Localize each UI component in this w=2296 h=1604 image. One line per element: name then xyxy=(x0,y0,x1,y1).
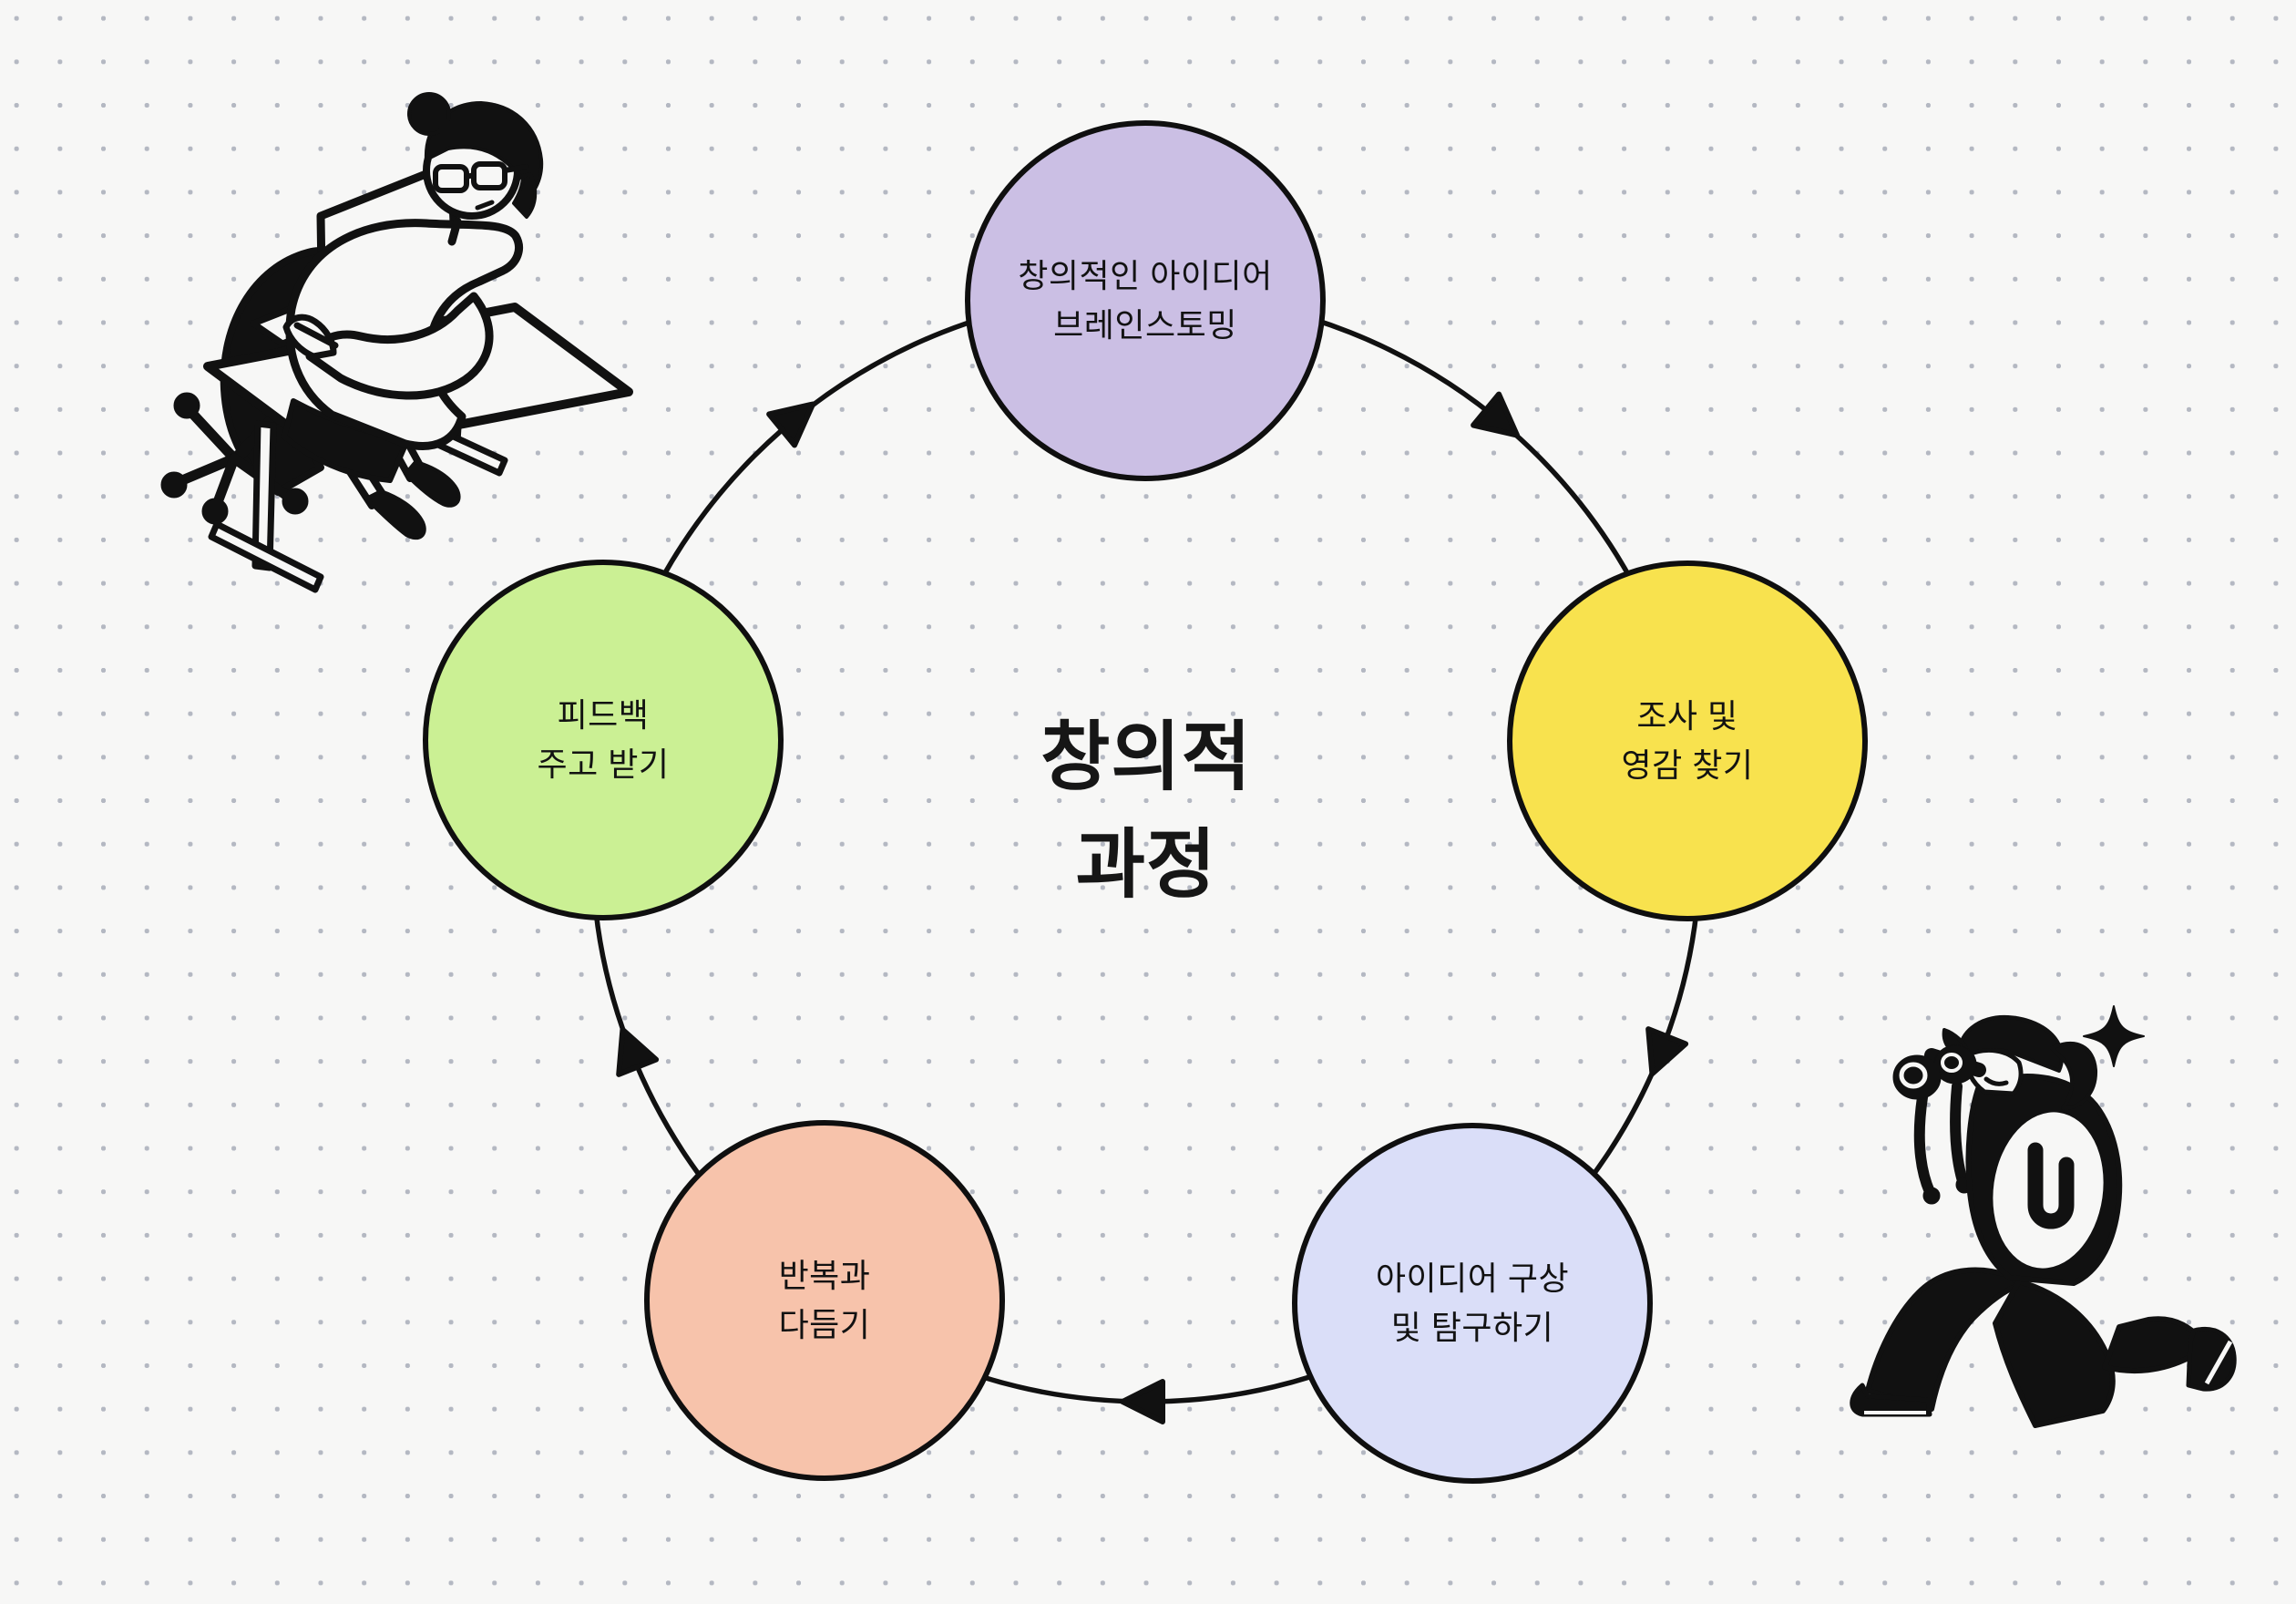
node-brainstorming: 창의적인 아이디어 브레인스토밍 xyxy=(965,120,1326,481)
person2-zipper-mark xyxy=(2027,1142,2075,1229)
node-research-label-line2: 영감 찾기 xyxy=(1621,746,1754,784)
person2-head xyxy=(1942,1014,2098,1110)
hair-bun xyxy=(407,92,451,136)
node-ideation: 아이디어 구상 및 탐구하기 xyxy=(1292,1123,1653,1484)
diagram-title-line2: 과정 xyxy=(1075,821,1217,907)
node-feedback: 피드백 주고 받기 xyxy=(423,560,784,920)
node-iteration-label-line2: 다듬기 xyxy=(778,1306,871,1343)
arrow-research-to-ideation xyxy=(1645,1026,1689,1077)
ponytail xyxy=(2050,1042,2098,1110)
chair-base xyxy=(160,392,309,525)
node-iteration-label-line1: 반복과 xyxy=(778,1257,871,1294)
node-iteration: 반복과 다듬기 xyxy=(644,1120,1005,1481)
diagram-title: 창의적 과정 xyxy=(873,704,1420,919)
person2-leg-left xyxy=(1865,1267,2022,1412)
person2-shoe-right xyxy=(2186,1327,2237,1392)
mouth xyxy=(475,200,495,211)
person2-leg-right xyxy=(1993,1279,2116,1428)
person-head xyxy=(407,92,544,220)
node-feedback-label-line1: 피드백 xyxy=(557,696,650,734)
sparkle-icon xyxy=(2083,1005,2145,1067)
person-at-desk-illustration xyxy=(160,92,633,593)
arrow-feedback-to-brainstorming xyxy=(766,401,816,448)
arrow-brainstorming-to-research xyxy=(1471,391,1521,438)
pen xyxy=(293,322,339,349)
node-feedback-label-line2: 주고 받기 xyxy=(537,745,670,783)
glasses xyxy=(433,161,529,193)
node-ideation-label-line2: 및 탐구하기 xyxy=(1390,1309,1554,1346)
cycle-arrowheads xyxy=(616,391,1689,1424)
shoe xyxy=(404,460,461,508)
node-brainstorming-label-line1: 창의적인 아이디어 xyxy=(1018,257,1273,294)
person2-jacket-opening xyxy=(1993,1112,2104,1269)
smile xyxy=(1983,1076,2009,1086)
person2-arms xyxy=(1913,1081,1968,1198)
person-neck xyxy=(447,217,462,246)
person-arm xyxy=(305,292,494,400)
hair xyxy=(424,101,544,192)
node-research-label-line1: 조사 및 xyxy=(1636,697,1738,735)
arrow-ideation-to-iteration xyxy=(1120,1379,1165,1424)
arrow-iteration-to-feedback xyxy=(616,1026,660,1077)
node-research: 조사 및 영감 찾기 xyxy=(1507,560,1868,921)
node-ideation-label-line1: 아이디어 구상 xyxy=(1375,1260,1570,1297)
person2-shoe-left xyxy=(1850,1383,1932,1417)
shoe-sole-highlight xyxy=(2204,1340,2233,1385)
person2-hand xyxy=(1922,1187,1941,1205)
shoe xyxy=(364,489,426,540)
diagram-title-line1: 창의적 xyxy=(1040,715,1253,799)
node-brainstorming-label-line2: 브레인스토밍 xyxy=(1053,306,1237,344)
hair-side xyxy=(512,172,538,219)
person-with-binoculars-illustration xyxy=(1850,1005,2237,1428)
binoculars-icon xyxy=(1892,1044,1986,1100)
